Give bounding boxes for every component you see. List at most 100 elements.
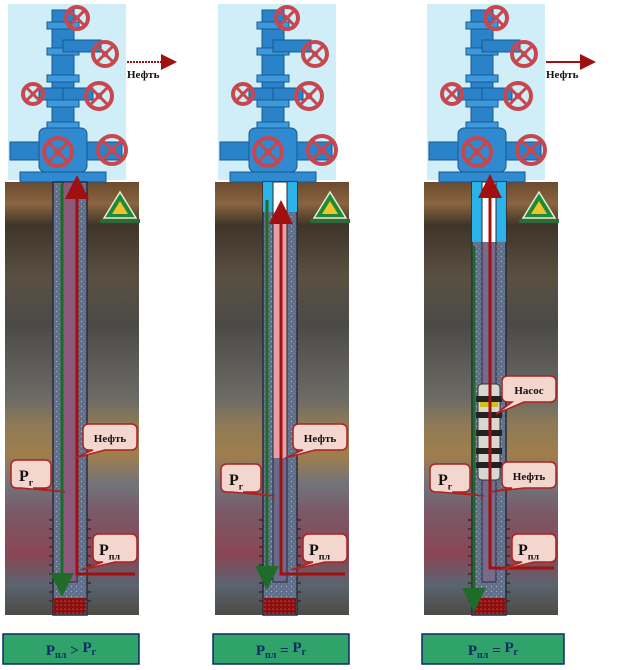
pg-label: Pг [438, 472, 453, 492]
wheel-spoke [56, 141, 69, 154]
ppl-callout [499, 533, 557, 571]
wheel-spoke [311, 139, 324, 152]
wheel-spoke [529, 139, 542, 152]
reservoir-bottom [473, 598, 505, 614]
wheel-spoke [110, 139, 123, 152]
ppl-callout [80, 533, 138, 571]
wheel-spoke [305, 52, 317, 64]
valve-wheel-icon [42, 136, 74, 168]
wellhead-flange [465, 21, 499, 30]
wheel-rim [84, 81, 114, 111]
callout-bubble [284, 423, 348, 459]
outflow-label: Нефть [546, 69, 579, 81]
wheel-spoke [313, 52, 325, 64]
wheel-spoke [103, 52, 115, 64]
oil-callout [74, 423, 138, 459]
wheel-spoke [522, 52, 534, 64]
logo-inner [531, 201, 547, 214]
ppl-label: Pпл [309, 542, 330, 562]
wheel-spoke [56, 150, 69, 163]
logo-band [100, 219, 140, 223]
valve-wheel-icon [91, 40, 119, 68]
wheel-rim [440, 82, 464, 106]
wheel-spoke [97, 85, 110, 98]
wheel-rim [510, 40, 538, 68]
tubing-top [273, 182, 287, 212]
callout-bubble [74, 423, 138, 459]
wheel-spoke [494, 9, 505, 20]
wheel-rim [515, 134, 547, 166]
condition-caption-box [2, 633, 140, 665]
wheel-spoke [475, 150, 488, 163]
wheel-spoke [298, 85, 311, 98]
wheel-spoke [97, 94, 110, 107]
valve-wheel-icon [483, 5, 509, 31]
wheel-spoke [516, 94, 529, 107]
wheel-spoke [24, 85, 35, 96]
logo-band [519, 219, 559, 223]
wellhead-flange [46, 21, 80, 30]
wheel-rim [274, 5, 300, 31]
wheel-spoke [234, 92, 245, 103]
wheel-spoke [68, 16, 79, 27]
wheel-spoke [241, 92, 252, 103]
callout-bubble [290, 533, 348, 571]
wheel-spoke [313, 44, 325, 56]
pg-label: Pг [229, 472, 244, 492]
wellhead-branch [457, 87, 483, 101]
wheel-rim [96, 134, 128, 166]
pg-callout [10, 459, 66, 493]
valve-wheel-icon [21, 82, 45, 106]
wheel-spoke [75, 9, 86, 20]
wheel-spoke [514, 44, 526, 56]
reservoir-bottom [264, 598, 296, 614]
oil-callout-label: Нефть [94, 433, 127, 445]
wheel-spoke [234, 85, 245, 96]
valve-wheel-icon [301, 40, 329, 68]
ppl-callout [290, 533, 348, 571]
company-logo [519, 190, 559, 223]
wheel-spoke [95, 44, 107, 56]
valve-wheel-icon [510, 40, 538, 68]
wheel-rim [483, 5, 509, 31]
wellhead-branch [248, 87, 274, 101]
wheel-spoke [514, 52, 526, 64]
valve-wheel-icon [440, 82, 464, 106]
wheel-spoke [31, 85, 42, 96]
wheel-spoke [487, 9, 498, 20]
wheel-spoke [487, 16, 498, 27]
callout-bubble [499, 533, 557, 571]
wheel-spoke [88, 94, 101, 107]
wheel-spoke [320, 139, 333, 152]
wheel-spoke [285, 9, 296, 20]
valve-wheel-icon [252, 136, 284, 168]
wheel-rim [252, 136, 284, 168]
valve-wheel-icon [274, 5, 300, 31]
reservoir-bottom [54, 598, 86, 614]
wheel-spoke [31, 92, 42, 103]
company-logo [100, 190, 140, 223]
wellhead-flange [256, 21, 290, 30]
wheel-rim [231, 82, 255, 106]
up-arrow-red [65, 175, 135, 576]
valve-wheel-icon [84, 81, 114, 111]
wellhead-branch [62, 39, 102, 53]
wheel-rim [91, 40, 119, 68]
pg-callout [220, 463, 276, 497]
wellhead-flange [465, 99, 499, 108]
wheel-spoke [443, 92, 454, 103]
wellhead-branch [481, 39, 521, 53]
outflow-label: Нефть [127, 69, 160, 81]
wheel-spoke [47, 150, 60, 163]
wheel-spoke [520, 139, 533, 152]
wheel-spoke [307, 94, 320, 107]
wheel-spoke [47, 141, 60, 154]
wellhead-icon [219, 5, 338, 183]
valve-wheel-icon [461, 136, 493, 168]
wheel-spoke [24, 92, 35, 103]
wheel-spoke [241, 85, 252, 96]
pump-callout [495, 375, 557, 415]
